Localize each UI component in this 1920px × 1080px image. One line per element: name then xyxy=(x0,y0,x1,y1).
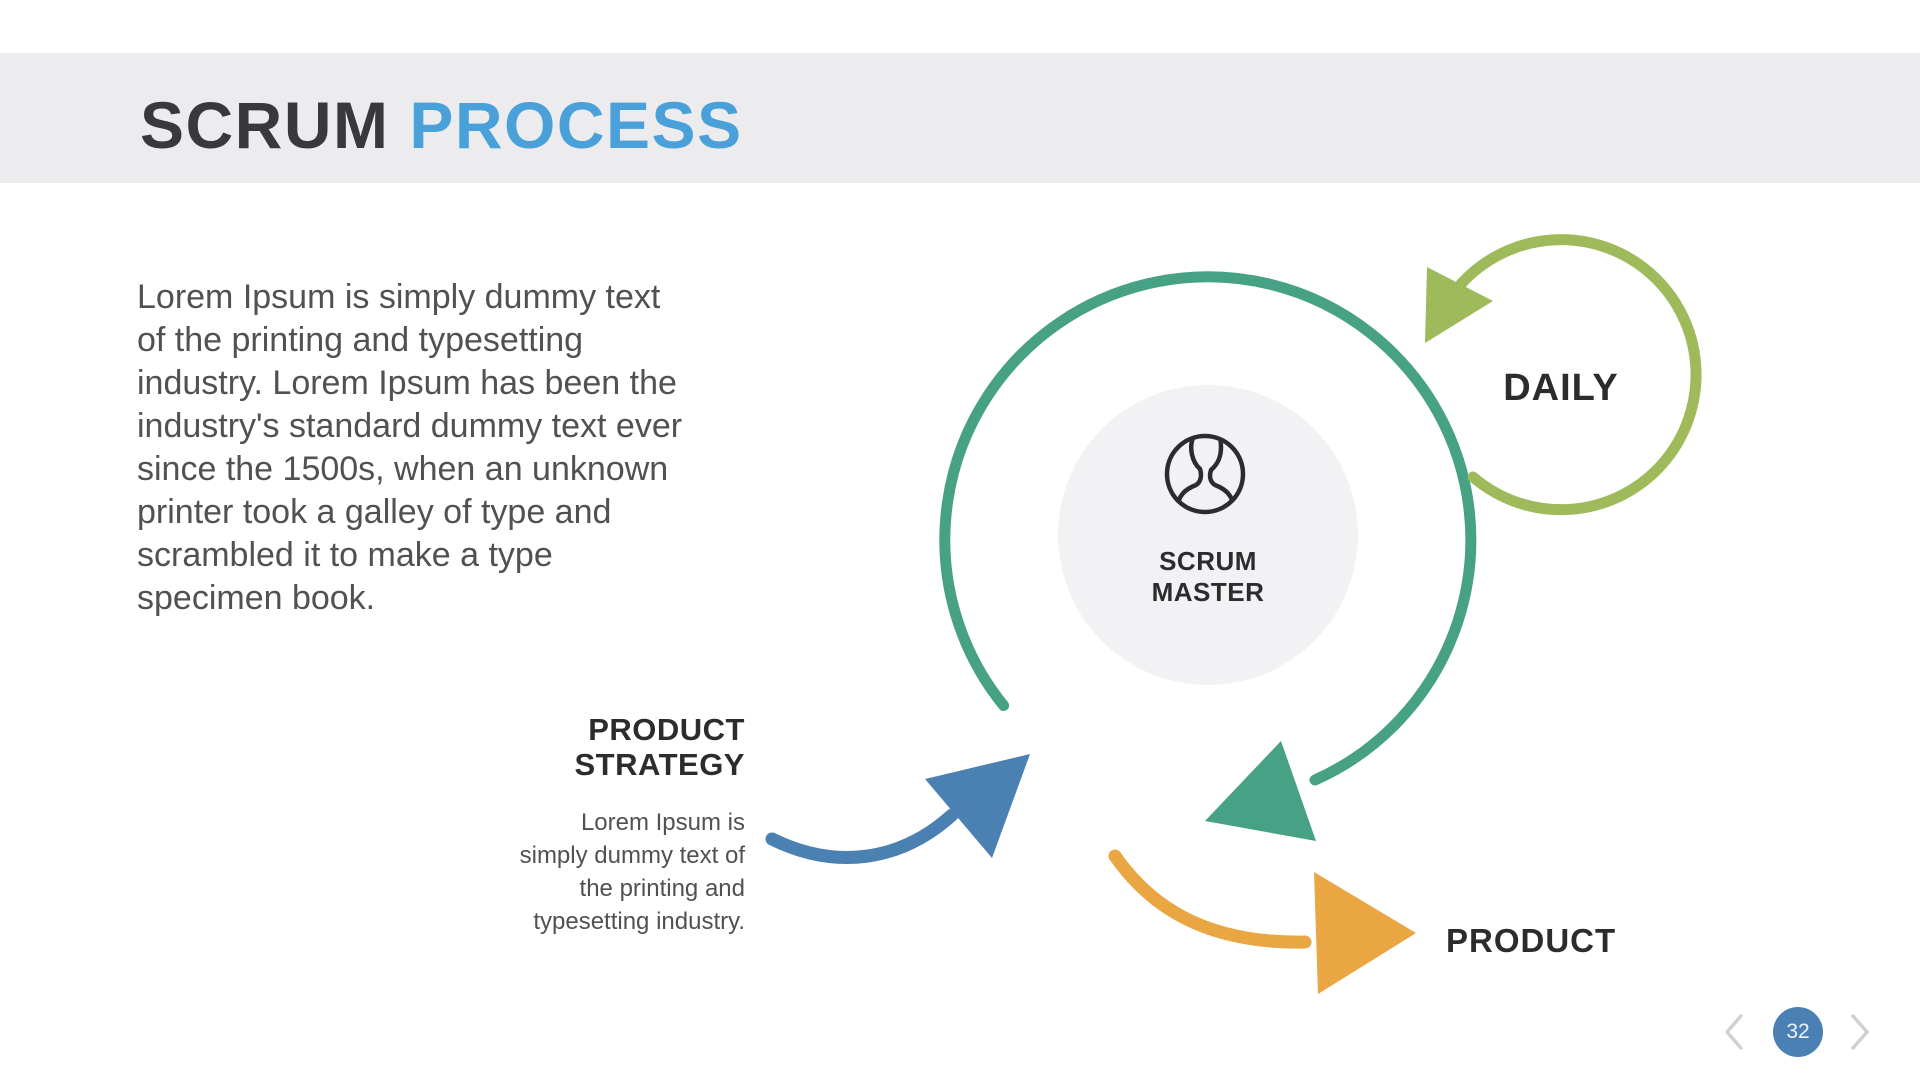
user-icon xyxy=(1164,433,1246,515)
intro-paragraph: Lorem Ipsum is simply dummy text of the … xyxy=(137,278,683,617)
title-word-dark: SCRUM xyxy=(140,88,390,162)
product-arrowhead xyxy=(1314,872,1416,994)
daily-cycle-arc xyxy=(1455,234,1702,516)
product-strategy-arrow-curve xyxy=(765,808,959,864)
sprint-cycle-arc xyxy=(939,271,1477,786)
daily-cycle-arrowhead xyxy=(1425,267,1493,343)
chevron-right-icon[interactable] xyxy=(1851,1014,1869,1050)
sprint-cycle-arrowhead xyxy=(1205,741,1316,841)
chevron-left-icon[interactable] xyxy=(1725,1014,1743,1050)
page-title: SCRUM PROCESS xyxy=(140,92,743,158)
title-word-accent: PROCESS xyxy=(409,88,743,162)
page-number-badge: 32 xyxy=(1773,1007,1823,1057)
product-strategy-arrowhead xyxy=(925,754,1030,858)
product-strategy-label: PRODUCT STRATEGY xyxy=(574,712,745,782)
product-strategy-description: Lorem Ipsum is simply dummy text of the … xyxy=(519,809,745,935)
title-band xyxy=(0,53,1920,183)
daily-label: DAILY xyxy=(1503,367,1619,409)
product-arrow-curve xyxy=(1108,849,1312,949)
scrum-master-circle xyxy=(1058,385,1358,685)
scrum-master-label: SCRUM MASTER xyxy=(1151,546,1265,607)
product-label: PRODUCT xyxy=(1446,922,1617,959)
page-number: 32 xyxy=(1786,1020,1810,1043)
